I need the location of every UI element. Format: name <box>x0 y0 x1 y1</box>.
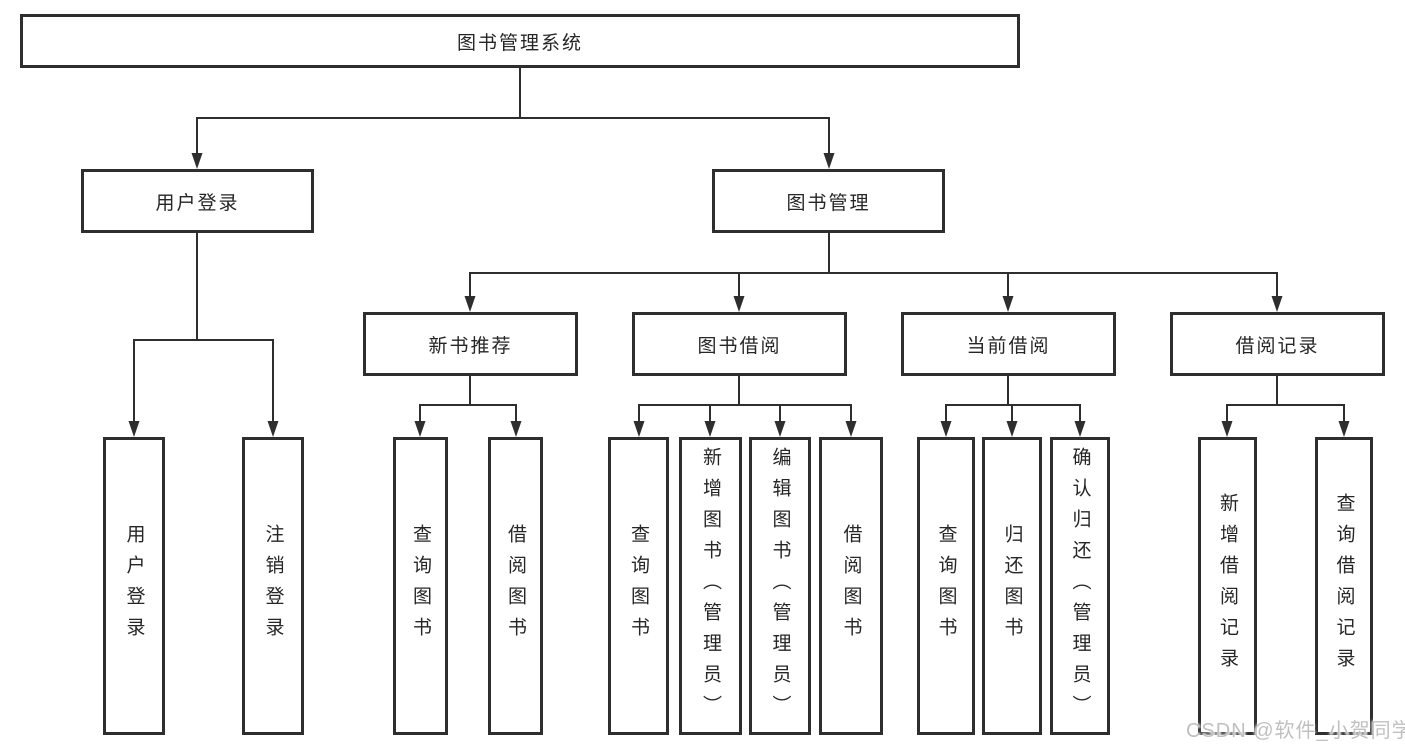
node-leaf-cb-return-books-label: 归还图书 <box>1001 524 1023 648</box>
node-leaf-cb-query-books: 查询图书 <box>917 437 975 735</box>
node-leaf-cb-confirm-return-admin: 确认归还（管理员） <box>1050 437 1110 735</box>
node-leaf-br-query-record: 查询借阅记录 <box>1315 437 1373 735</box>
node-borrow-records-label: 借阅记录 <box>1235 335 1320 357</box>
node-leaf-user-login: 用户登录 <box>103 437 165 735</box>
connector-root-to-level2 <box>191 68 835 169</box>
node-leaf-br-add-record-label: 新增借阅记录 <box>1217 493 1238 679</box>
node-borrow-records: 借阅记录 <box>1170 312 1385 376</box>
node-leaf-cb-query-books-label: 查询图书 <box>935 524 957 648</box>
node-book-borrow: 图书借阅 <box>632 312 847 376</box>
node-leaf-bb-add-book-admin-label: 新增图书（管理员） <box>700 446 721 726</box>
node-leaf-nbr-query-books-label: 查询图书 <box>410 524 431 648</box>
node-current-borrow-label: 当前借阅 <box>966 335 1051 357</box>
node-book-management: 图书管理 <box>712 169 945 233</box>
node-root: 图书管理系统 <box>20 14 1020 68</box>
node-leaf-nbr-query-books: 查询图书 <box>393 437 448 735</box>
node-new-book-rec: 新书推荐 <box>363 312 578 376</box>
node-leaf-user-login-label: 用户登录 <box>123 524 145 648</box>
node-root-label: 图书管理系统 <box>456 32 583 54</box>
node-current-borrow: 当前借阅 <box>901 312 1116 376</box>
connector-book-mgmt-to-sections <box>464 233 1283 312</box>
node-leaf-br-query-record-label: 查询借阅记录 <box>1333 493 1355 679</box>
node-leaf-cb-confirm-return-admin-label: 确认归还（管理员） <box>1069 446 1091 726</box>
connector-book-borrow-to-leaves <box>633 376 857 437</box>
node-leaf-bb-edit-book-admin: 编辑图书（管理员） <box>749 437 811 735</box>
connector-new-book-rec-to-leaves <box>414 376 522 437</box>
node-user-login-label: 用户登录 <box>155 192 240 214</box>
node-leaf-bb-borrow-books-label: 借阅图书 <box>840 524 862 648</box>
node-leaf-bb-query-books-label: 查询图书 <box>628 524 649 648</box>
node-leaf-br-add-record: 新增借阅记录 <box>1198 437 1257 735</box>
node-leaf-bb-add-book-admin: 新增图书（管理员） <box>679 437 742 735</box>
node-leaf-logout: 注销登录 <box>242 437 304 735</box>
node-new-book-rec-label: 新书推荐 <box>428 335 513 357</box>
node-leaf-bb-borrow-books: 借阅图书 <box>819 437 883 735</box>
node-book-management-label: 图书管理 <box>786 192 871 214</box>
node-leaf-bb-query-books: 查询图书 <box>608 437 669 735</box>
node-leaf-cb-return-books: 归还图书 <box>982 437 1042 735</box>
watermark: CSDN @软件_小贺同学 <box>1186 720 1405 742</box>
node-leaf-nbr-borrow-books: 借阅图书 <box>488 437 543 735</box>
connector-borrow-records-to-leaves <box>1221 376 1350 437</box>
connector-current-borrow-to-leaves <box>940 376 1086 437</box>
node-leaf-bb-edit-book-admin-label: 编辑图书（管理员） <box>769 446 791 726</box>
node-user-login: 用户登录 <box>81 169 314 233</box>
connector-user-login-to-leaves <box>128 233 279 437</box>
node-leaf-logout-label: 注销登录 <box>262 524 284 648</box>
node-leaf-nbr-borrow-books-label: 借阅图书 <box>505 524 526 648</box>
node-book-borrow-label: 图书借阅 <box>697 335 782 357</box>
